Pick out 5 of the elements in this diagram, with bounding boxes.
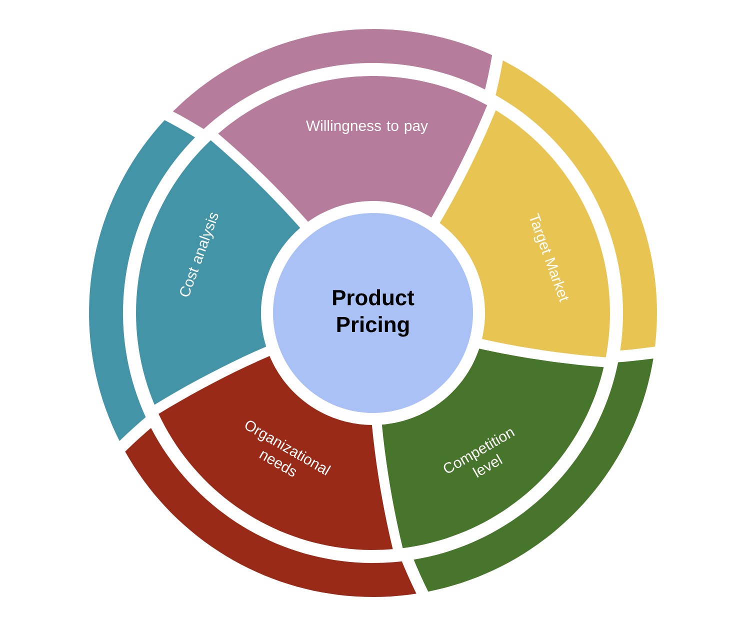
ring-segment: Willingness to pay — [218, 76, 488, 222]
ring-segment: Target Market — [440, 110, 610, 358]
outer-band — [414, 358, 654, 592]
ring-segment: Cost analysis — [136, 140, 300, 405]
outer-band — [496, 60, 657, 350]
